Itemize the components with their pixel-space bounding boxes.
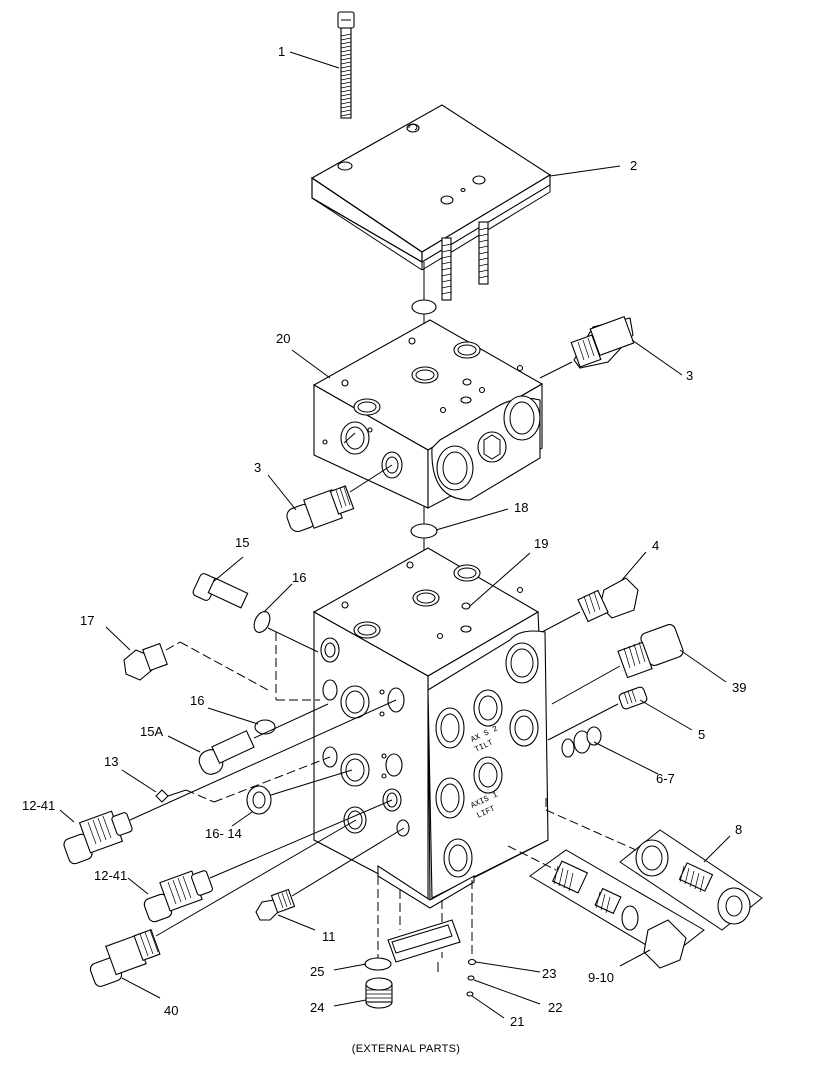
callout-23: 23 xyxy=(542,966,556,981)
callout-5: 5 xyxy=(698,727,705,742)
callout-12-41-lower: 12-41 xyxy=(94,868,127,883)
cartridge-part-3-right xyxy=(570,315,635,369)
cartridge-part-40 xyxy=(89,929,161,987)
callout-3-right: 3 xyxy=(686,368,693,383)
callout-25: 25 xyxy=(310,964,324,979)
o-ring-part-18 xyxy=(410,523,438,539)
bolt-part-1 xyxy=(337,11,355,119)
callout-9-10: 9-10 xyxy=(588,970,614,985)
callout-22: 22 xyxy=(548,1000,562,1015)
callout-6-7: 6-7 xyxy=(656,771,675,786)
callout-8: 8 xyxy=(735,822,742,837)
cover-plate-part-2 xyxy=(310,104,552,271)
callout-12-41-upper: 12-41 xyxy=(22,798,55,813)
cartridge-part-3-left xyxy=(286,485,355,533)
plug-part-17 xyxy=(123,642,168,681)
callout-24: 24 xyxy=(310,1000,324,1015)
plug-part-15 xyxy=(192,573,249,609)
cartridge-part-12-41-lower xyxy=(143,870,213,923)
fitting-part-13 xyxy=(155,789,169,803)
seal-part-21 xyxy=(466,991,474,997)
studs xyxy=(441,221,489,301)
callout-17: 17 xyxy=(80,613,94,628)
callout-21: 21 xyxy=(510,1014,524,1029)
seal-part-22 xyxy=(467,975,475,981)
callout-2: 2 xyxy=(630,158,637,173)
callout-16-upper: 16 xyxy=(292,570,306,585)
cartridge-part-5 xyxy=(618,686,648,710)
callout-15: 15 xyxy=(235,535,249,550)
diagram-caption: (EXTERNAL PARTS) xyxy=(352,1043,461,1055)
parts-6-7 xyxy=(561,726,602,758)
callout-19: 19 xyxy=(534,536,548,551)
leader-lines xyxy=(59,51,731,1019)
callout-3-left: 3 xyxy=(254,460,261,475)
callout-15a: 15A xyxy=(140,724,163,739)
callout-13: 13 xyxy=(104,754,118,769)
callout-16-lower: 16 xyxy=(190,693,204,708)
o-ring xyxy=(411,299,437,315)
cartridge-part-39 xyxy=(617,624,684,679)
callout-20: 20 xyxy=(276,331,290,346)
callout-1: 1 xyxy=(278,44,285,59)
o-ring-part-16-lower xyxy=(254,719,276,735)
cartridge-kit-part-9-10 xyxy=(529,849,705,969)
cartridge-part-4 xyxy=(577,577,639,623)
plug-kit-part-8 xyxy=(619,829,763,931)
plug-part-24 xyxy=(365,977,393,1009)
callout-11: 11 xyxy=(322,929,336,944)
plug-part-15a xyxy=(198,730,255,775)
main-valve-body xyxy=(312,547,549,909)
callout-16-14: 16- 14 xyxy=(205,826,242,841)
callout-39: 39 xyxy=(732,680,746,695)
gasket xyxy=(387,919,461,963)
cartridge-part-12-41-upper xyxy=(63,810,133,865)
o-ring-part-25 xyxy=(364,957,392,971)
seal-part-23 xyxy=(467,958,477,966)
callout-4: 4 xyxy=(652,538,659,553)
callout-18: 18 xyxy=(514,500,528,515)
adapter-part-16-14 xyxy=(246,785,272,815)
o-ring-part-16-upper xyxy=(253,611,271,633)
cartridge-part-11 xyxy=(255,888,296,921)
valve-block-part-20 xyxy=(312,319,544,509)
callout-40: 40 xyxy=(164,1003,178,1018)
